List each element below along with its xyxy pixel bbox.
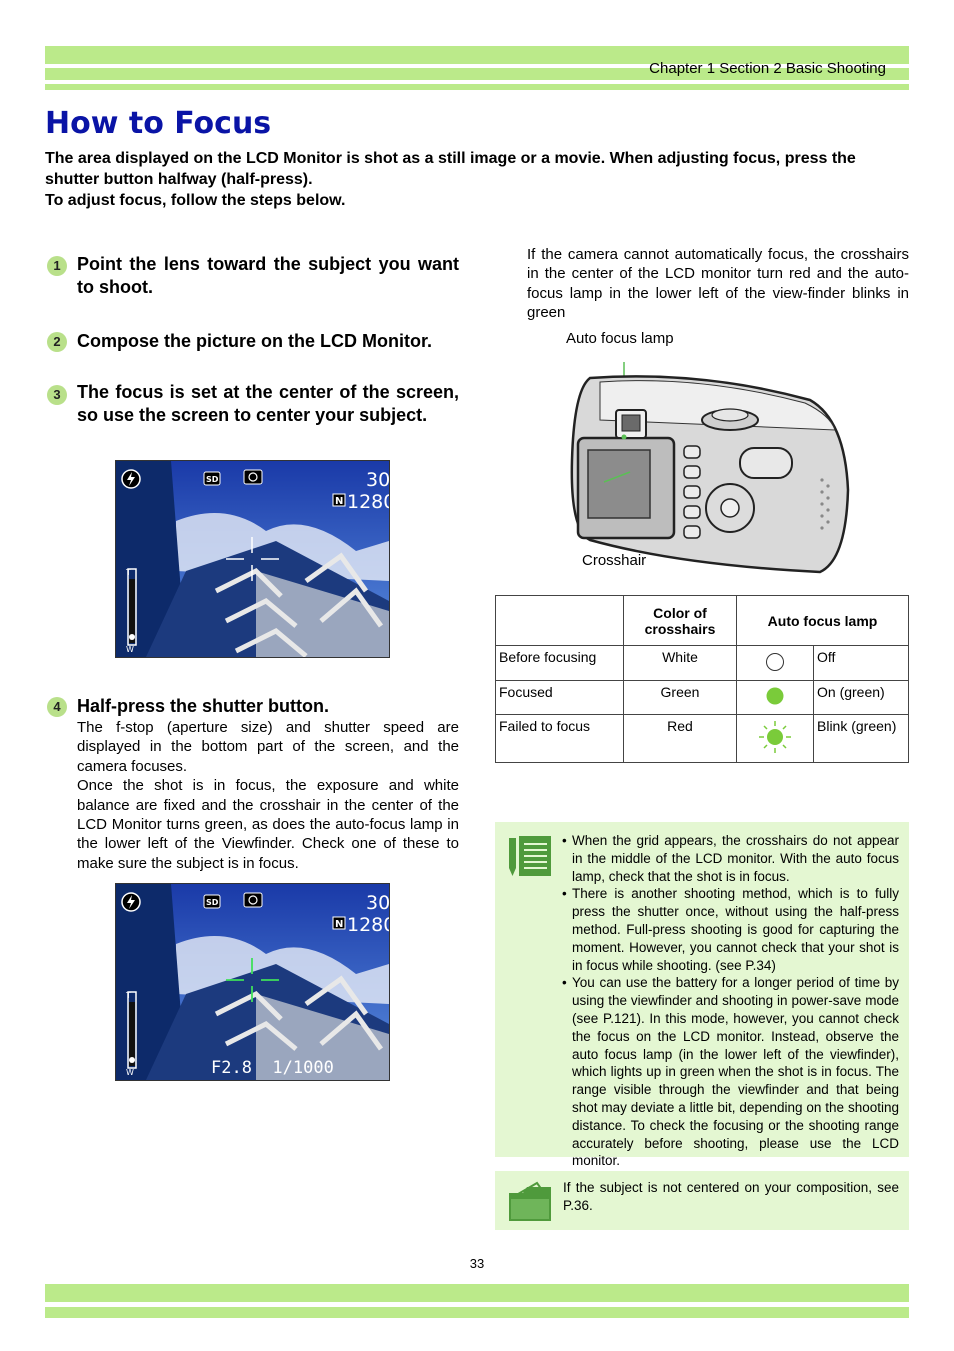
page-title: How to Focus	[45, 106, 272, 141]
row-color: Red	[623, 714, 737, 763]
green-crosshair-icon	[226, 958, 279, 1002]
lamp-on-icon	[766, 687, 784, 705]
table-row: Before focusing White Off	[495, 645, 909, 681]
step-2-text: Compose the picture on the LCD Monitor.	[77, 331, 432, 351]
image-size: 1280	[347, 491, 389, 513]
camera-mode-icon-2	[243, 892, 263, 908]
exposure-readout: F2.8 1/1000	[211, 1058, 334, 1078]
step-4-number: 4	[47, 697, 67, 717]
header-band-bottom	[45, 84, 909, 90]
lcd-screen-focused: T W SD 30 N 1280 F2.8 1/1000	[115, 883, 390, 1081]
autofocus-fail-text: If the camera cannot automatically focus…	[527, 246, 909, 322]
row-state: Before focusing	[495, 645, 624, 681]
quality-label-2: N	[335, 919, 343, 930]
zoom-wide-label-2: W	[126, 1068, 134, 1077]
step-3-number: 3	[47, 385, 67, 405]
autofocus-table: Color of crosshairs Auto focus lamp Befo…	[495, 595, 909, 763]
table-header-af-lamp: Auto focus lamp	[736, 595, 909, 646]
quality-icon-2	[332, 916, 346, 930]
chapter-heading: Chapter 1 Section 2 Basic Shooting	[649, 60, 886, 77]
auto-focus-lamp-label: Auto focus lamp	[566, 330, 674, 347]
shots-remaining-2: 30	[366, 892, 389, 914]
lamp-off-icon	[766, 652, 784, 671]
sd-card-icon-2	[203, 894, 221, 909]
sd-label: SD	[206, 475, 219, 484]
row-state: Focused	[495, 680, 624, 715]
note-item: You can use the battery for a longer per…	[562, 974, 899, 1170]
row-lamp: Off	[813, 645, 909, 681]
zoom-tele-label: T	[125, 568, 131, 577]
camera-illustration	[570, 362, 850, 574]
row-lamp: On (green)	[813, 680, 909, 715]
step-2-number: 2	[47, 332, 67, 352]
camera-mode-icon	[243, 469, 263, 485]
shots-remaining: 30	[366, 469, 389, 491]
notes-list: When the grid appears, the crosshairs do…	[562, 832, 899, 1170]
quality-icon	[332, 493, 346, 507]
intro-line-2: To adjust focus, follow the steps below.	[45, 192, 346, 209]
intro-text: The area displayed on the LCD Monitor is…	[45, 148, 909, 211]
zoom-tele-label-2: T	[125, 991, 131, 1000]
step-3-text: The focus is set at the center of the sc…	[77, 382, 459, 425]
sd-label-2: SD	[206, 898, 219, 907]
table-header-state	[495, 595, 624, 646]
lcd-scene-image: T W SD 30 N 1280	[116, 461, 389, 657]
zoom-wide-label: W	[126, 645, 134, 654]
image-size-2: 1280	[347, 914, 389, 936]
row-lamp: Blink (green)	[813, 714, 909, 763]
lamp-blink-icon	[759, 721, 791, 753]
header-band-top	[45, 46, 909, 64]
sd-card-icon	[203, 471, 221, 486]
quality-label: N	[335, 496, 343, 507]
footer-band-bottom	[45, 1307, 909, 1318]
lcd-screen-before-focus: T W SD 30 N 1280	[115, 460, 390, 658]
step-1-number: 1	[47, 256, 67, 276]
crosshair-label: Crosshair	[582, 552, 647, 569]
reference-text: If the subject is not centered on your c…	[563, 1180, 899, 1213]
page-number: 33	[469, 1256, 485, 1271]
intro-line-1: The area displayed on the LCD Monitor is…	[45, 150, 856, 188]
step-1-text: Point the lens toward the subject you wa…	[77, 254, 459, 297]
row-state: Failed to focus	[495, 714, 624, 763]
lcd-scene-image-focused: T W SD 30 N 1280 F2.8 1/1000	[116, 884, 389, 1080]
step-4-body: The f-stop (aperture size) and shutter s…	[77, 719, 459, 872]
table-row: Failed to focus Red Blink (green)	[495, 714, 909, 763]
folder-reference-icon	[509, 1181, 551, 1221]
table-header-crosshair-color: Color of crosshairs	[623, 595, 737, 646]
reference-box: If the subject is not centered on your c…	[495, 1171, 909, 1230]
step-4-text: Half-press the shutter button.	[77, 696, 330, 716]
note-item: When the grid appears, the crosshairs do…	[562, 832, 899, 885]
footer-band-top	[45, 1284, 909, 1302]
row-color: White	[623, 645, 737, 681]
row-color: Green	[623, 680, 737, 715]
table-row: Focused Green On (green)	[495, 680, 909, 715]
memo-notepad-icon	[509, 836, 551, 876]
notes-box: When the grid appears, the crosshairs do…	[495, 822, 909, 1168]
note-item: There is another shooting method, which …	[562, 885, 899, 974]
header-band-middle	[45, 68, 909, 80]
